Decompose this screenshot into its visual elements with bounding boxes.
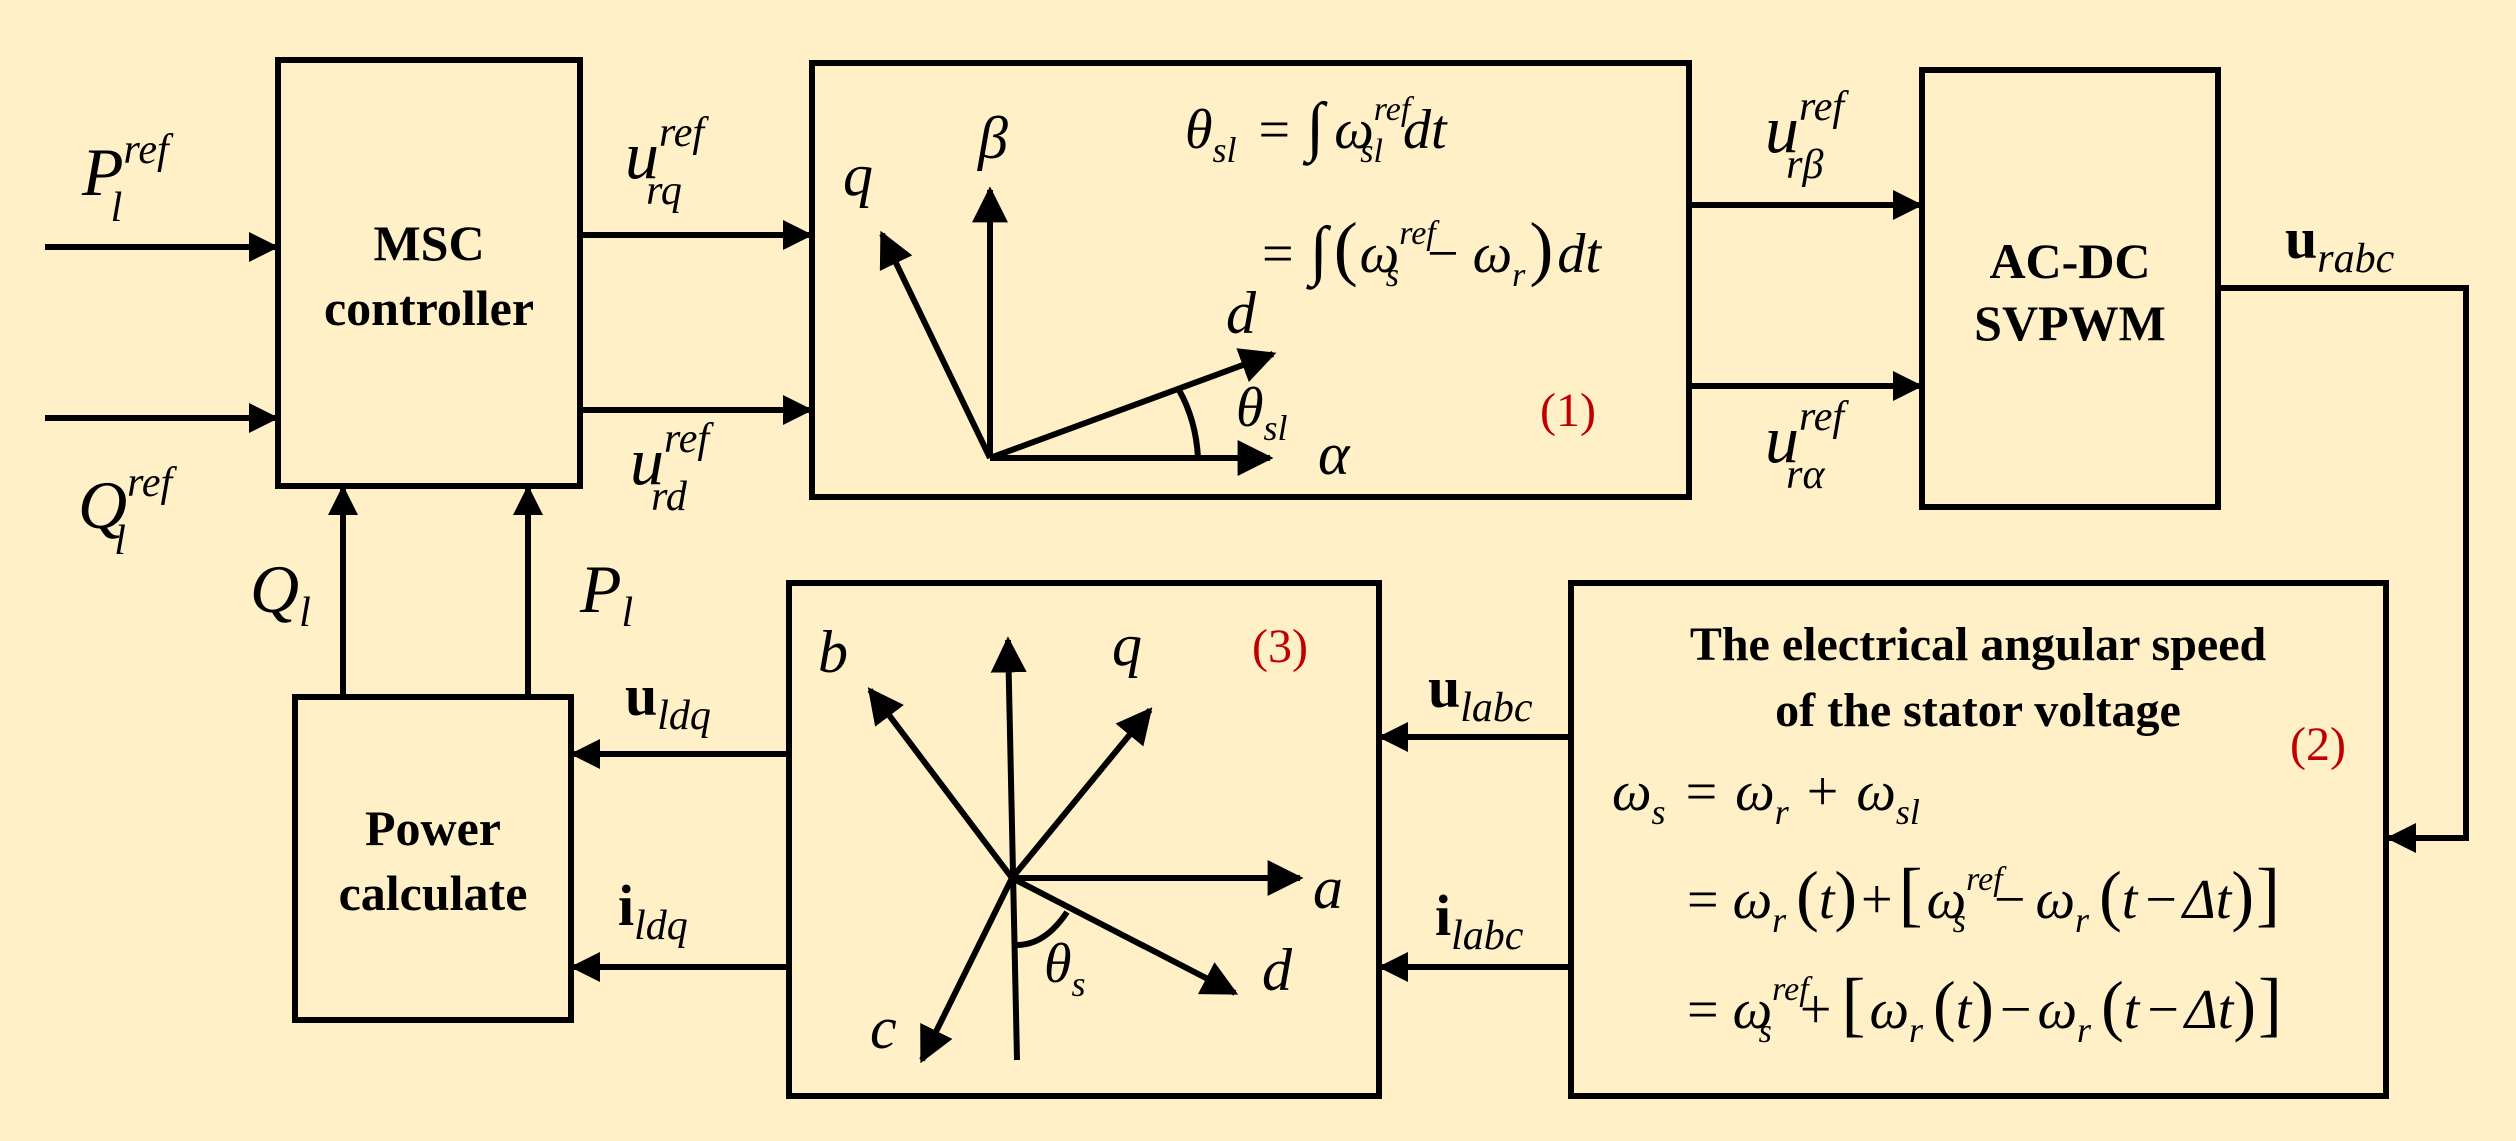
c-axis — [919, 876, 1015, 1064]
u-rabc-label: urabc — [2285, 206, 2395, 282]
theta-sl-label: θsl — [1236, 377, 1288, 448]
theta-s-arc — [1016, 910, 1070, 948]
vertical-reference-line — [990, 636, 1027, 1061]
b-axis-label: b — [818, 619, 848, 685]
u-labc-label: ulabc — [1428, 655, 1533, 731]
msc-controller-block — [275, 57, 583, 489]
p-l-label: Pl — [579, 551, 633, 636]
stator-frame-block — [809, 60, 1692, 500]
i-ldq-label: ildq — [618, 873, 688, 949]
ac-dc-svpwm-block — [1919, 67, 2221, 510]
power-calculate-label-line2: calculate — [339, 865, 528, 921]
d-axis-lower — [1010, 875, 1239, 996]
i-labc-label: ilabc — [1435, 883, 1524, 959]
q-axis-label-upper: q — [843, 142, 873, 208]
power-calculate-label-line1: Power — [365, 800, 501, 856]
beta-axis-label: β — [977, 105, 1008, 171]
omega-s-equation-line1: ωs=ωr+ωsl — [1612, 761, 1920, 832]
theta-s-label: θs — [1044, 933, 1086, 1004]
svpwm-label-line1: AC-DC — [1989, 233, 2150, 289]
c-axis-label: c — [870, 995, 897, 1061]
b-axis — [867, 687, 1015, 880]
msc-controller-label-line1: MSC — [373, 215, 484, 271]
alpha-axis-label: α — [1318, 421, 1351, 487]
d-axis-label-lower: d — [1262, 937, 1293, 1003]
svpwm-label-line2: SVPWM — [1974, 295, 2166, 351]
q-l-label: Ql — [250, 551, 311, 636]
q-axis-lower — [1009, 707, 1153, 880]
q-axis-label-lower: q — [1112, 612, 1142, 678]
q-axis-upper — [879, 230, 993, 460]
u-ldq-label: uldq — [625, 663, 711, 739]
u-rabc-feedback-line — [2220, 285, 2469, 853]
a-axis-label: a — [1313, 855, 1343, 921]
d-axis-upper — [988, 348, 1277, 461]
abc-dq-transform-block — [786, 580, 1382, 1099]
eq3-tag: (3) — [1252, 620, 1308, 673]
angular-speed-title-line2: of the stator voltage — [1775, 684, 2181, 737]
msc-controller-label-line2: controller — [324, 280, 534, 336]
theta-sl-arc — [1176, 388, 1201, 459]
eq2-tag: (2) — [2290, 718, 2346, 771]
angular-speed-title-line1: The electrical angular speed — [1690, 618, 2267, 671]
power-calculate-block — [292, 694, 574, 1023]
d-axis-label-upper: d — [1226, 280, 1257, 346]
eq1-tag: (1) — [1540, 384, 1596, 437]
